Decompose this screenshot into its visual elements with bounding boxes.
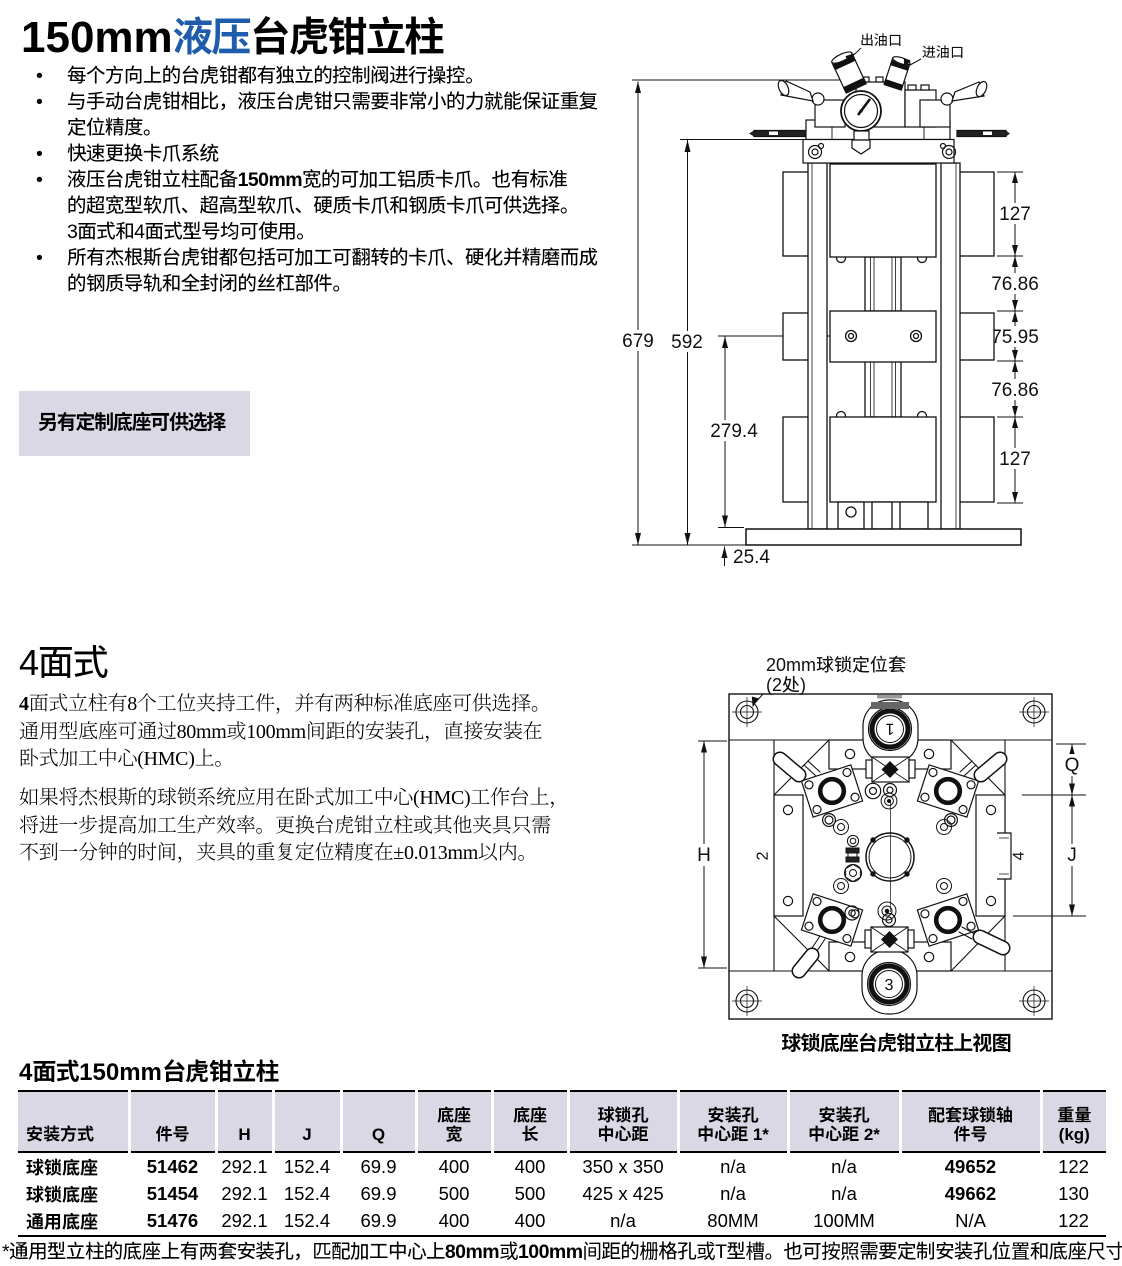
svg-text:H: H <box>697 845 711 866</box>
svg-text:出油口: 出油口 <box>860 32 902 48</box>
svg-text:进油口: 进油口 <box>922 44 964 60</box>
svg-text:592: 592 <box>671 332 703 353</box>
svg-text:127: 127 <box>999 449 1031 470</box>
svg-text:679: 679 <box>622 331 654 352</box>
svg-text:20mm球锁定位套: 20mm球锁定位套 <box>766 655 906 675</box>
svg-text:279.4: 279.4 <box>710 421 758 442</box>
svg-text:25.4: 25.4 <box>733 547 770 568</box>
svg-text:J: J <box>1067 845 1077 866</box>
svg-text:76.86: 76.86 <box>991 274 1039 295</box>
svg-text:127: 127 <box>999 204 1031 225</box>
svg-text:75.95: 75.95 <box>991 327 1039 348</box>
svg-text:76.86: 76.86 <box>991 380 1039 401</box>
svg-text:Q: Q <box>1065 755 1080 776</box>
svg-text:(2处): (2处) <box>766 675 806 695</box>
